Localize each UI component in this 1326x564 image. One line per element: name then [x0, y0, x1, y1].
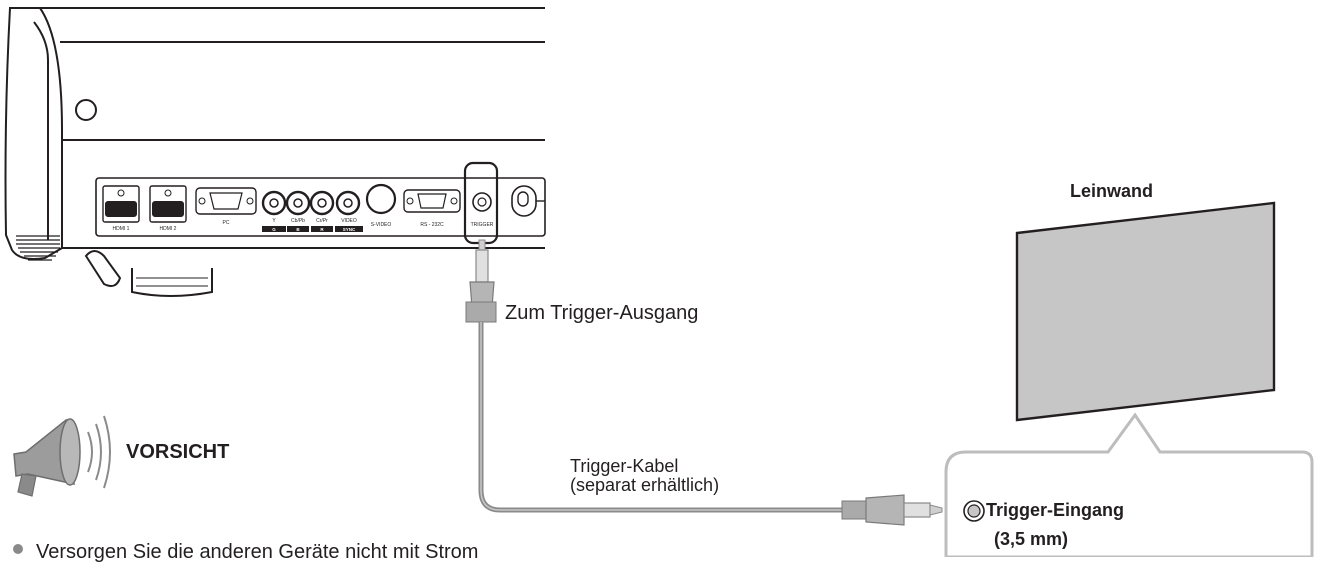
screen-label: Leinwand [1070, 181, 1154, 201]
port-label-y: Y [272, 218, 276, 224]
port-label-svideo: S-VIDEO [371, 222, 392, 228]
port-label-cb: Cb/Pb [291, 218, 305, 224]
trigger-cable [465, 239, 943, 526]
trigger-input-size: (3,5 mm) [994, 529, 1069, 549]
port-label-trigger: TRIGGER [471, 222, 494, 228]
port-label-cr: Cr/Pr [316, 218, 328, 224]
trigger-input-callout [944, 412, 1314, 557]
vent-grille [16, 235, 60, 261]
port-sublabel-b: B [296, 227, 300, 232]
trigger-input-label: Trigger-Eingang [986, 500, 1125, 520]
trigger-output-label: Zum Trigger-Ausgang [505, 302, 699, 324]
megaphone-icon [13, 415, 111, 497]
port-label-rs232c: RS - 232C [420, 222, 444, 228]
bullet-marker [13, 544, 23, 554]
caution-heading: VORSICHT [126, 441, 230, 463]
projector [4, 7, 546, 297]
port-label-hdmi2: HDMI 2 [160, 226, 177, 232]
projection-screen [1015, 201, 1276, 422]
port-color-strip [262, 226, 363, 232]
port-label-pc: PC [223, 220, 230, 226]
jack-icon [963, 500, 985, 522]
port-sublabel-g: G [272, 227, 276, 232]
cable-label-line2: (separat erhältlich) [570, 475, 720, 495]
port-label-hdmi1: HDMI 1 [113, 226, 130, 232]
bullet-text: Versorgen Sie die anderen Geräte nicht m… [36, 541, 479, 563]
port-sublabel-r: R [320, 227, 324, 232]
port-sublabel-sync: SYNC [343, 227, 356, 232]
port-label-video: VIDEO [341, 218, 357, 224]
cable-label-line1: Trigger-Kabel [570, 456, 679, 476]
